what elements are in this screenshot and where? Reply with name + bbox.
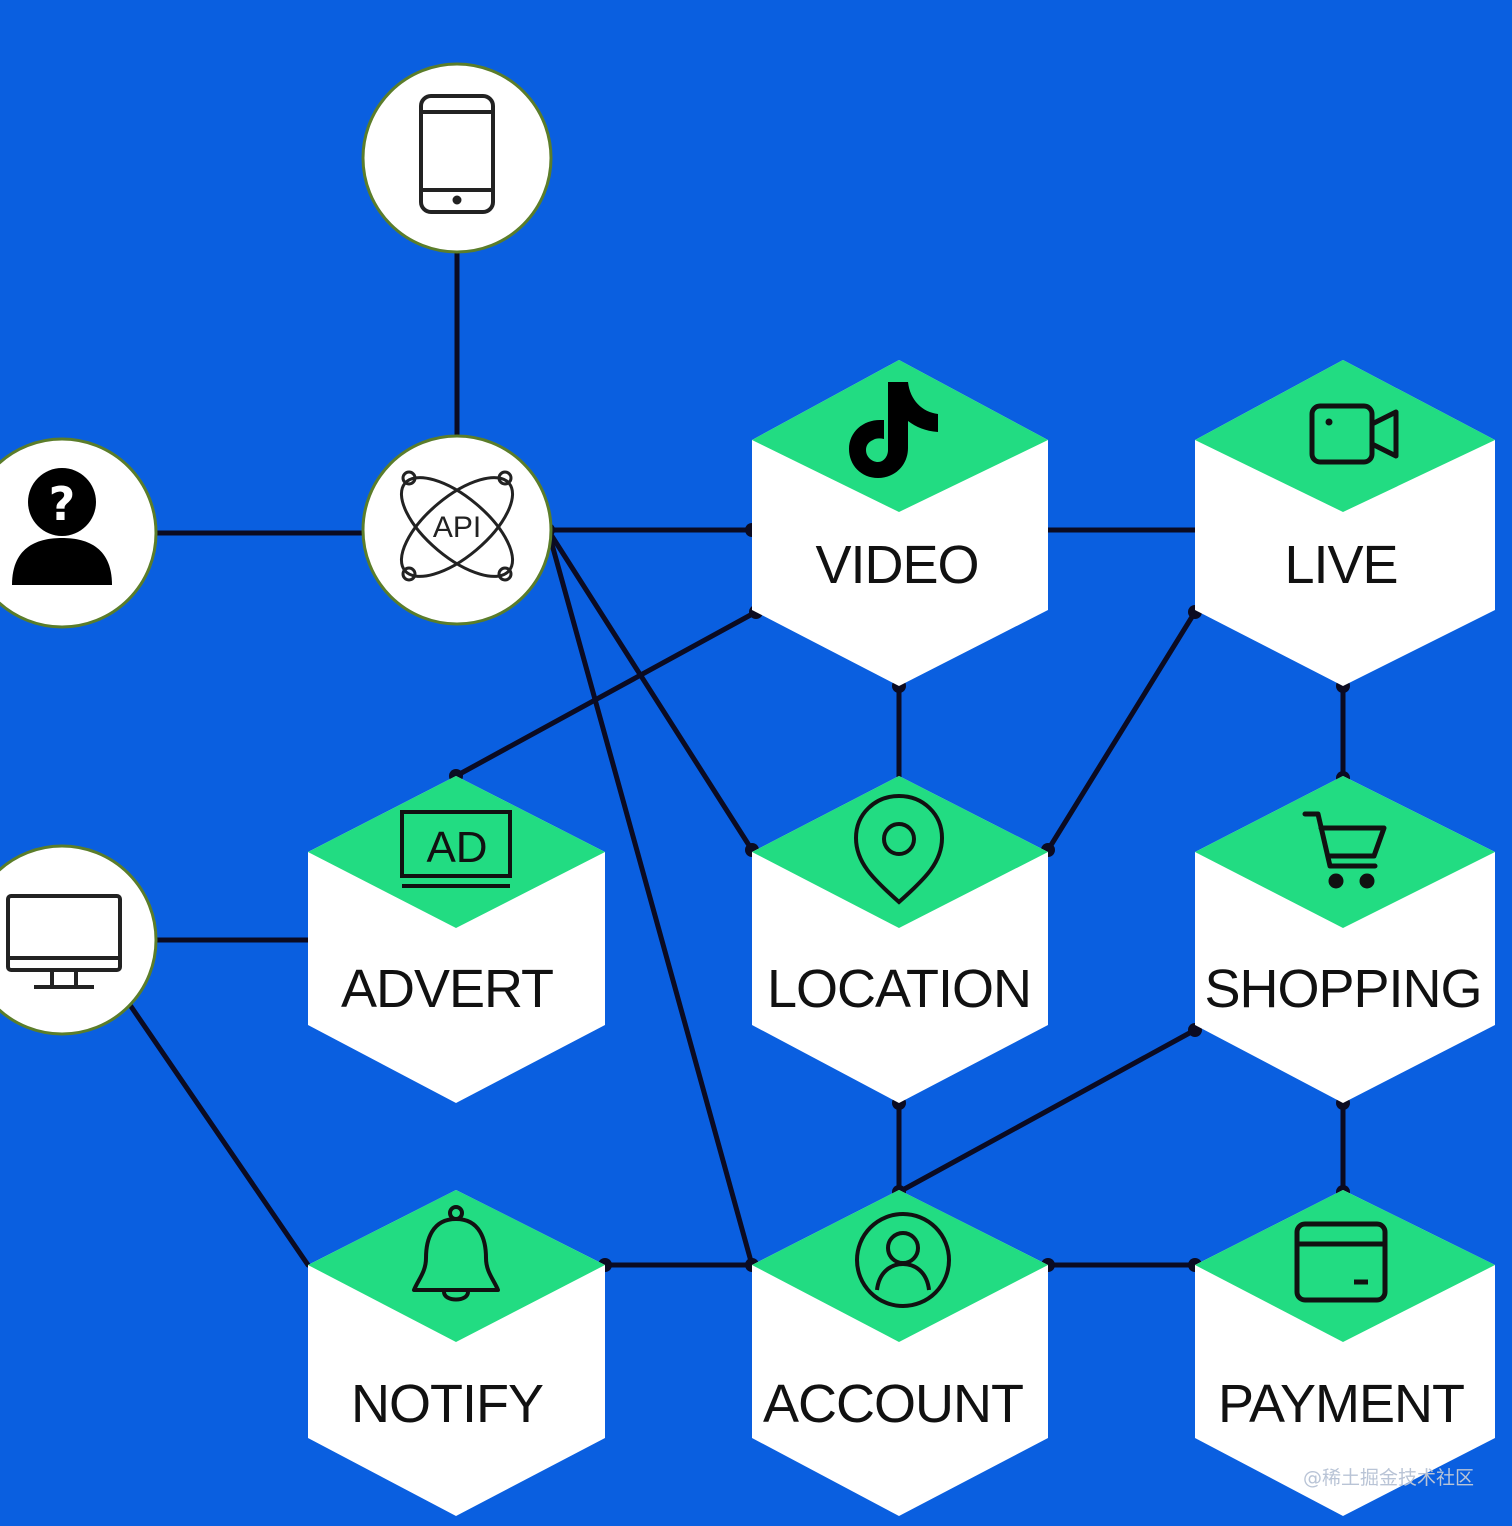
mobile-client[interactable] [361,62,553,254]
api-label: API [433,511,481,544]
ad-icon-text: AD [426,823,487,872]
connections [127,247,1346,1268]
edge-location-live [1045,609,1198,853]
map-pin-icon [853,793,945,905]
location-service[interactable]: LOCATION [752,776,1048,1103]
account-label: ACCOUNT [763,1374,1023,1434]
user-icon [855,1212,951,1308]
notify-service[interactable]: NOTIFY [308,1190,605,1516]
advert-label: ADVERT [341,959,553,1019]
advert-service[interactable]: AD ADVERT [308,776,605,1103]
watermark: @稀土掘金技术社区 [1303,1467,1474,1489]
monitor-icon [6,894,122,989]
edge-desktop-notify [127,1002,311,1268]
edge-api-location [545,527,755,853]
user-client[interactable]: ? [0,437,158,629]
payment-label: PAYMENT [1218,1374,1464,1434]
video-camera-icon [1309,403,1399,465]
shopping-service[interactable]: SHOPPING [1195,776,1495,1103]
desktop-client[interactable] [0,844,158,1036]
notify-label: NOTIFY [351,1374,543,1434]
payment-service[interactable]: PAYMENT [1195,1190,1495,1516]
wallet-icon [1294,1221,1388,1303]
location-label: LOCATION [767,959,1031,1019]
edge-account-shopping [896,1027,1198,1195]
unknown-user-icon: ? [12,468,112,585]
phone-icon [419,94,495,214]
account-service[interactable]: ACCOUNT [752,1190,1048,1516]
video-label: VIDEO [815,535,978,595]
shopping-cart-icon [1302,811,1387,889]
ad-monitor-icon [400,810,512,888]
live-label: LIVE [1284,535,1397,595]
live-service[interactable]: LIVE [1195,360,1495,686]
api-icon [399,470,515,582]
shopping-label: SHOPPING [1204,959,1481,1019]
video-service[interactable]: VIDEO [752,360,1048,686]
bell-icon [412,1205,500,1302]
edge-api-account [545,527,755,1268]
tiktok-icon [849,382,938,478]
api-gateway[interactable]: API [361,434,553,626]
svg-text:?: ? [49,477,76,531]
edge-video-advert [453,609,759,779]
